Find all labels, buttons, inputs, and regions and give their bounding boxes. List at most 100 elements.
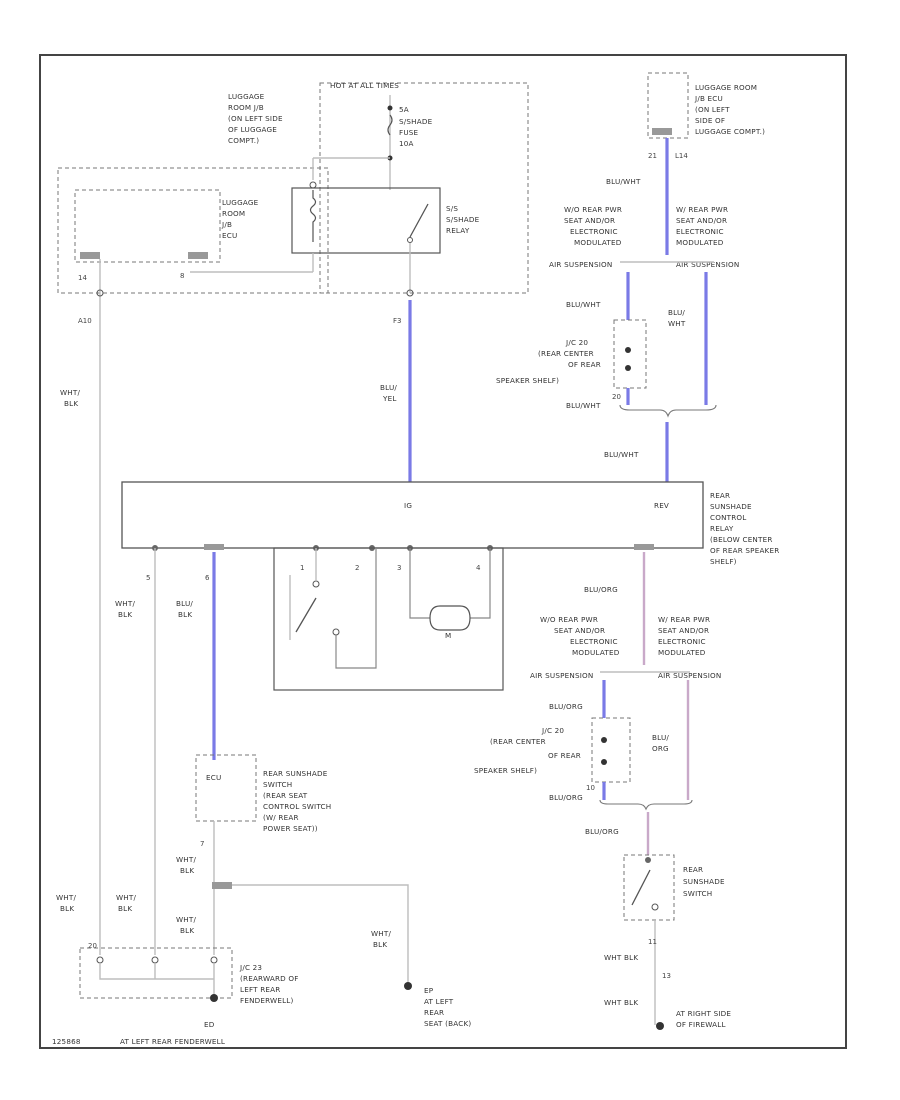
svg-text:J/B: J/B: [221, 220, 232, 229]
svg-text:LUGGAGE ROOM: LUGGAGE ROOM: [695, 83, 757, 92]
svg-text:J/C 20: J/C 20: [541, 726, 564, 735]
pin-10: 10: [586, 784, 595, 792]
svg-text:BLU/: BLU/: [668, 308, 685, 317]
luggage-jb-outer-box: [57, 167, 329, 294]
jc23-bus-wire: [99, 963, 215, 996]
rear-switch-bottom-terminal: [651, 903, 659, 911]
wire-label-blu-wht-3: BLU/WHT: [566, 401, 601, 410]
svg-text:BLK: BLK: [373, 940, 387, 949]
svg-text:SEAT AND/OR: SEAT AND/OR: [676, 216, 727, 225]
wo-rear-pwr-mid-label: W/O REAR PWR SEAT AND/OR ELECTRONIC MODU…: [530, 615, 620, 680]
right-ecu-connector: [652, 128, 672, 135]
svg-text:ELECTRONIC: ELECTRONIC: [676, 227, 724, 236]
luggage-ecu-label: LUGGAGE ROOM J/B ECU: [221, 198, 258, 240]
jc23-dot-2: [151, 956, 159, 964]
svg-text:J/C 23: J/C 23: [239, 963, 262, 972]
svg-text:AIR SUSPENSION: AIR SUSPENSION: [658, 671, 721, 680]
relay-coil-icon: [309, 190, 317, 242]
svg-text:CONTROL SWITCH: CONTROL SWITCH: [263, 802, 331, 811]
svg-text:W/ REAR PWR: W/ REAR PWR: [676, 205, 728, 214]
fuse-icon: [387, 114, 393, 136]
motor-wire: [409, 548, 491, 619]
motor-label: M: [445, 631, 451, 640]
svg-text:LEFT REAR: LEFT REAR: [240, 985, 280, 994]
pin-l14: L14: [675, 152, 688, 160]
control-relay-label: REAR SUNSHADE CONTROL RELAY (BELOW CENTE…: [710, 491, 779, 566]
option-join-bracket-mid: [599, 799, 693, 811]
jc20-top-dot-1: [625, 347, 631, 353]
svg-text:OF REAR: OF REAR: [568, 360, 601, 369]
svg-text:10A: 10A: [399, 139, 414, 148]
svg-text:FENDERWELL): FENDERWELL): [240, 996, 294, 1005]
svg-text:EP: EP: [424, 986, 434, 995]
rear-switch-top-terminal: [645, 857, 651, 863]
svg-text:OF FIREWALL: OF FIREWALL: [676, 1020, 726, 1029]
svg-text:(ON LEFT: (ON LEFT: [695, 105, 730, 114]
svg-text:REAR SUNSHADE: REAR SUNSHADE: [263, 769, 328, 778]
pin-7: 7: [200, 840, 204, 848]
jc23-dot-3: [210, 956, 218, 964]
wire-label-blu-yel: BLU/ YEL: [380, 383, 397, 403]
svg-text:(REAR SEAT: (REAR SEAT: [263, 791, 308, 800]
jc20-mid-dot-1: [601, 737, 607, 743]
wire-label-wht-blk-6: WHT/ BLK: [116, 893, 136, 913]
option-join-bracket-top: [619, 404, 717, 418]
ground-ep-wire: [232, 884, 409, 985]
svg-text:SIDE OF: SIDE OF: [695, 116, 725, 125]
right-ecu-box: [647, 72, 689, 139]
pin-21: 21: [648, 152, 657, 160]
svg-text:(REAR CENTER: (REAR CENTER: [490, 737, 546, 746]
hot-at-all-times-label: HOT AT ALL TIMES: [330, 81, 399, 90]
wire-label-blu-org-2: BLU/ORG: [549, 702, 583, 711]
svg-text:S/S: S/S: [446, 204, 458, 213]
ground-ed-label: ED: [204, 1020, 215, 1029]
svg-text:WHT/: WHT/: [56, 893, 77, 902]
svg-text:BLK: BLK: [118, 904, 132, 913]
svg-text:MODULATED: MODULATED: [676, 238, 724, 247]
svg-text:SUNSHADE: SUNSHADE: [710, 502, 752, 511]
svg-text:MODULATED: MODULATED: [658, 648, 706, 657]
svg-text:SEAT (BACK): SEAT (BACK): [424, 1019, 471, 1028]
svg-text:ORG: ORG: [652, 744, 669, 753]
pin-6: 6: [205, 574, 210, 582]
svg-text:SEAT AND/OR: SEAT AND/OR: [658, 626, 709, 635]
svg-text:(BELOW CENTER: (BELOW CENTER: [710, 535, 773, 544]
svg-text:BLK: BLK: [178, 610, 192, 619]
svg-text:5A: 5A: [399, 105, 409, 114]
svg-text:W/O REAR PWR: W/O REAR PWR: [540, 615, 598, 624]
svg-text:ELECTRONIC: ELECTRONIC: [570, 227, 618, 236]
pin-a10: A10: [78, 317, 92, 325]
wire-label-blu-wht-5: BLU/ WHT: [668, 308, 686, 328]
svg-text:WHT/: WHT/: [176, 855, 197, 864]
ground-right-label: AT RIGHT SIDE OF FIREWALL: [676, 1009, 731, 1029]
svg-text:(ON LEFT SIDE: (ON LEFT SIDE: [228, 114, 283, 123]
svg-text:MODULATED: MODULATED: [574, 238, 622, 247]
jc20-top-box: [613, 319, 647, 389]
w-rear-pwr-top-label: W/ REAR PWR SEAT AND/OR ELECTRONIC MODUL…: [676, 205, 739, 269]
fuse-label: 5A S/SHADE FUSE 10A: [399, 105, 432, 148]
ground-ep-dot: [404, 982, 412, 990]
svg-text:MODULATED: MODULATED: [572, 648, 620, 657]
wire-label-blu-blk: BLU/ BLK: [176, 599, 193, 619]
relay-terminal-rev: [634, 544, 654, 550]
relay-output-connector: [406, 289, 414, 297]
svg-text:CONTROL: CONTROL: [710, 513, 747, 522]
pin-20-top: 20: [612, 393, 621, 401]
svg-text:REAR: REAR: [710, 491, 730, 500]
wire-label-blu-org-4: BLU/ORG: [585, 827, 619, 836]
relay-rev-label: REV: [654, 501, 669, 510]
wire-label-wht-blk-5: WHT/ BLK: [56, 893, 77, 913]
pin-20-jc23: 20: [88, 942, 97, 950]
relay-switch-terminal: [407, 237, 413, 243]
jc20-top-dot-2: [625, 365, 631, 371]
svg-text:(REARWARD OF: (REARWARD OF: [240, 974, 299, 983]
luggage-ecu-inner-box: [74, 189, 221, 263]
jc20-mid-label: J/C 20 (REAR CENTER OF REAR SPEAKER SHEL…: [474, 726, 581, 775]
wire-label-blu-wht-2: BLU/WHT: [566, 300, 601, 309]
sunshade-relay-box: [291, 187, 441, 254]
svg-text:J/B ECU: J/B ECU: [694, 94, 723, 103]
jc20-mid-box: [591, 717, 631, 783]
svg-text:LUGGAGE: LUGGAGE: [228, 92, 265, 101]
svg-text:BLK: BLK: [118, 610, 132, 619]
